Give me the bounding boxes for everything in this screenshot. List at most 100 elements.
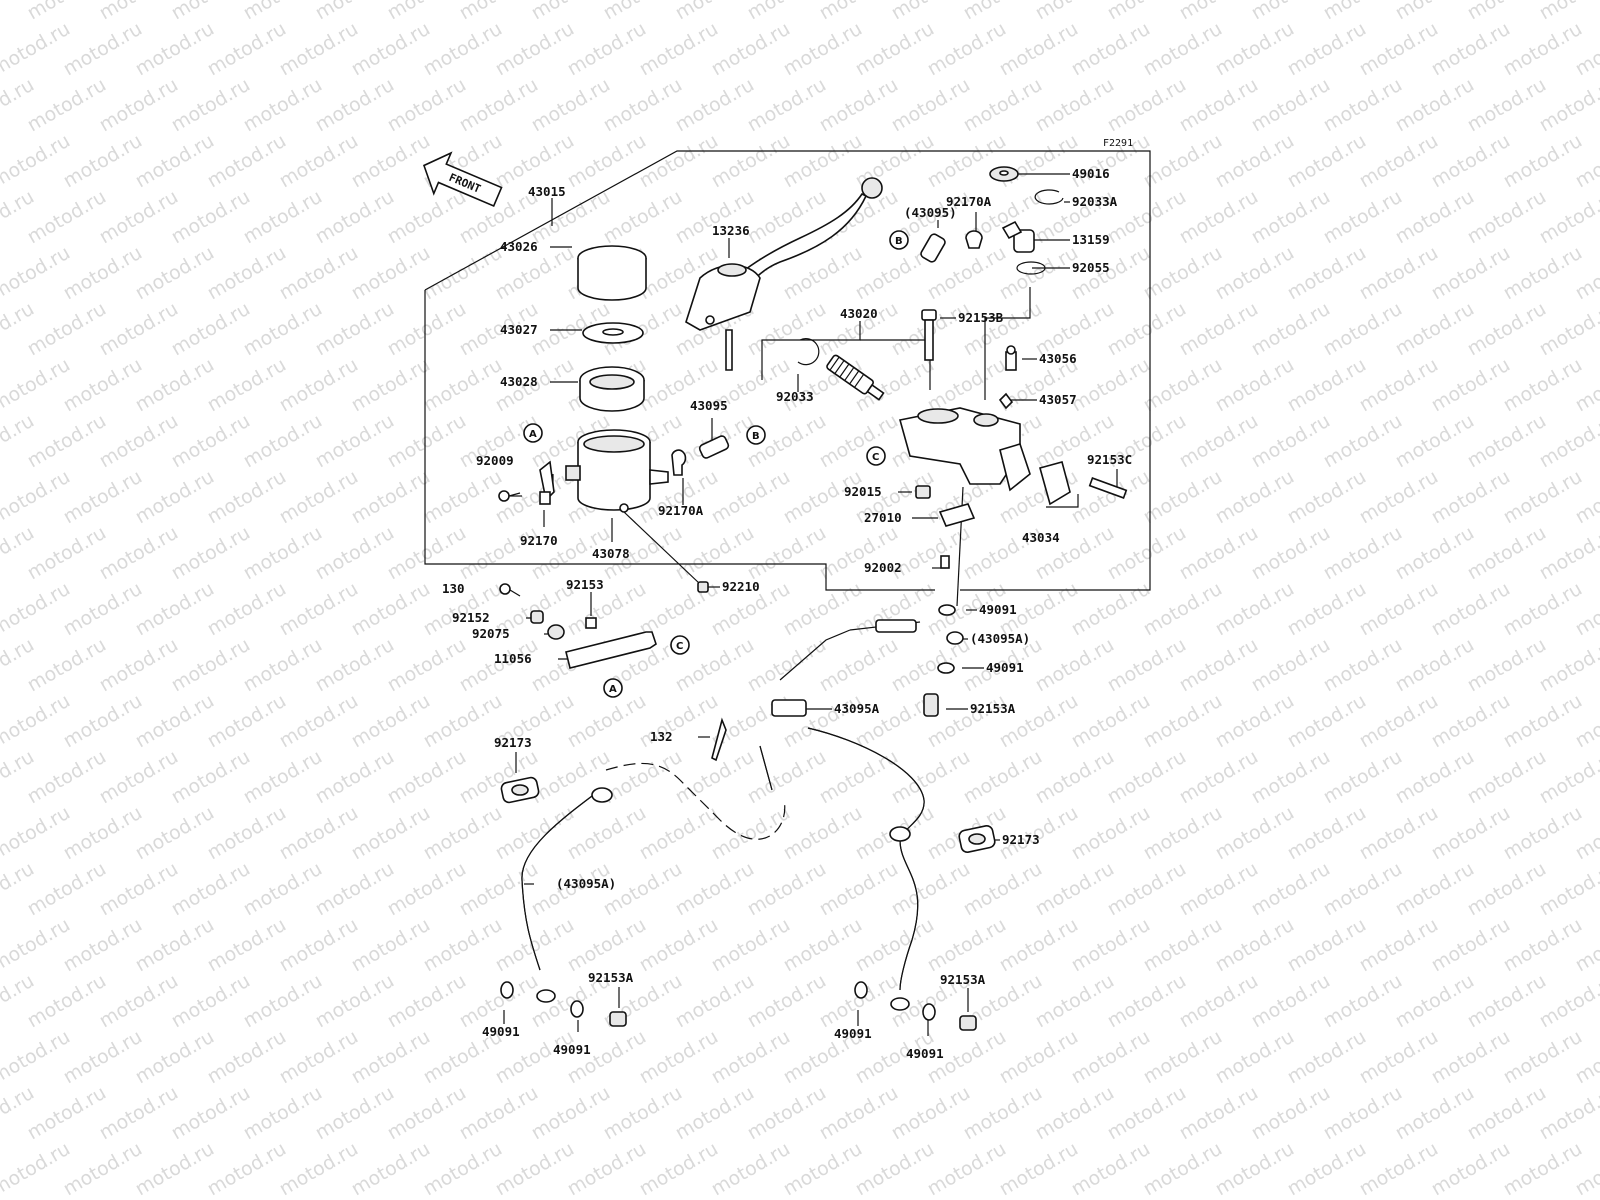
watermark-text: motod.ru [528, 74, 614, 137]
watermark-text: motod.ru [1536, 0, 1600, 24]
reference-markers: A A B B C C [523, 230, 909, 698]
watermark-text: motod.ru [420, 242, 506, 305]
hose-43095-top-icon [920, 233, 946, 263]
watermark-text: motod.ru [384, 186, 470, 249]
watermark-text: motod.ru [96, 858, 182, 921]
watermark-text: motod.ru [1320, 186, 1406, 249]
watermark-text: motod.ru [1428, 130, 1514, 193]
part-label: (43095A) [970, 631, 1030, 646]
watermark-text: motod.ru [1140, 914, 1226, 977]
watermark-text: motod.ru [708, 130, 794, 193]
watermark-text: motod.ru [384, 522, 470, 585]
watermark-text: motod.ru [672, 1082, 758, 1145]
watermark-text: motod.ru [0, 578, 74, 641]
part-label: 43056 [1039, 351, 1077, 366]
watermark-text: motod.ru [672, 522, 758, 585]
watermark-text: motod.ru [1104, 74, 1190, 137]
watermark-text: motod.ru [564, 690, 650, 753]
part-label: 43057 [1039, 392, 1077, 407]
watermark-text: motod.ru [636, 130, 722, 193]
watermark-text: motod.ru [1212, 18, 1298, 81]
part-label: 92173 [1002, 832, 1040, 847]
watermark-text: motod.ru [0, 690, 74, 753]
bolt-92153a-left-icon [609, 1011, 627, 1027]
watermark-text: motod.ru [132, 578, 218, 641]
watermark-text: motod.ru [168, 522, 254, 585]
watermark-text: motod.ru [744, 634, 830, 697]
watermark-text: motod.ru [996, 18, 1082, 81]
part-label: 43028 [500, 374, 538, 389]
watermark-text: motod.ru [1176, 298, 1262, 361]
bleeder-43056-icon [1005, 345, 1017, 371]
watermark-text: motod.ru [24, 186, 110, 249]
watermark-text: motod.ru [1104, 970, 1190, 1033]
watermark-text: motod.ru [780, 18, 866, 81]
watermark-text: motod.ru [276, 802, 362, 865]
part-label: 130 [442, 581, 465, 596]
watermark-text: motod.ru [60, 242, 146, 305]
watermark-text: motod.ru [816, 410, 902, 473]
watermark-text: motod.ru [96, 186, 182, 249]
bolt-92153a-right-icon [959, 1015, 977, 1031]
watermark-text: motod.ru [1212, 802, 1298, 865]
watermark-text: motod.ru [672, 858, 758, 921]
watermark-text: motod.ru [960, 746, 1046, 809]
watermark-text: motod.ru [1320, 1082, 1406, 1145]
watermark-text: motod.ru [312, 186, 398, 249]
watermark-text: motod.ru [1392, 634, 1478, 697]
part-label: 92153A [970, 701, 1016, 716]
watermark-text: motod.ru [1500, 1138, 1586, 1200]
watermark-text: motod.ru [1284, 130, 1370, 193]
watermark-text: motod.ru [1032, 1082, 1118, 1145]
watermark-text: motod.ru [1140, 466, 1226, 529]
watermark-text: motod.ru [1392, 74, 1478, 137]
watermark-text: motod.ru [1068, 354, 1154, 417]
washer-49091-d-icon [570, 1000, 584, 1018]
part-label: 92153C [1087, 452, 1132, 467]
watermark-text: motod.ru [816, 858, 902, 921]
watermark-text: motod.ru [672, 74, 758, 137]
watermark-text: motod.ru [420, 802, 506, 865]
bolt-92153c-icon [1088, 477, 1128, 499]
watermark-text: motod.ru [60, 578, 146, 641]
watermark-text: motod.ru [384, 1082, 470, 1145]
watermark-text: motod.ru [1068, 690, 1154, 753]
watermark-text: motod.ru [1248, 298, 1334, 361]
watermark-text: motod.ru [1284, 354, 1370, 417]
watermark-text: motod.ru [1140, 1138, 1226, 1200]
part-label: 92002 [864, 560, 902, 575]
watermark-text: motod.ru [1464, 858, 1550, 921]
part-label: 43095A [834, 701, 880, 716]
watermark-text: motod.ru [168, 410, 254, 473]
watermark-text: motod.ru [1392, 858, 1478, 921]
bolt-92153b-icon [921, 309, 937, 361]
watermark-text: motod.ru [24, 746, 110, 809]
watermark-text: motod.ru [1428, 802, 1514, 865]
watermark-text: motod.ru [240, 858, 326, 921]
part-label: 43026 [500, 239, 538, 254]
watermark-text: motod.ru [312, 634, 398, 697]
watermark-text: motod.ru [24, 1082, 110, 1145]
watermark-text: motod.ru [960, 1082, 1046, 1145]
watermark-text: motod.ru [564, 802, 650, 865]
watermark-text: motod.ru [96, 746, 182, 809]
watermark-text: motod.ru [744, 970, 830, 1033]
watermark-text: motod.ru [456, 858, 542, 921]
ref-marker-a-lower-label: A [609, 684, 617, 695]
nut-92015-icon [915, 485, 931, 499]
watermark-text: motod.ru [1500, 354, 1586, 417]
watermark-text: motod.ru [888, 746, 974, 809]
watermark-text: motod.ru [312, 746, 398, 809]
brake-lever-13236-icon [685, 177, 883, 371]
watermark-text: motod.ru [204, 242, 290, 305]
watermark-text: motod.ru [852, 1138, 938, 1200]
watermark-text: motod.ru [1212, 1026, 1298, 1089]
part-label: 92170 [520, 533, 558, 548]
watermark-text: motod.ru [276, 914, 362, 977]
watermark-text: motod.ru [96, 970, 182, 1033]
watermark-text: motod.ru [1356, 18, 1442, 81]
watermark-text: motod.ru [1320, 298, 1406, 361]
watermark-text: motod.ru [276, 1026, 362, 1089]
watermark-text: motod.ru [636, 18, 722, 81]
